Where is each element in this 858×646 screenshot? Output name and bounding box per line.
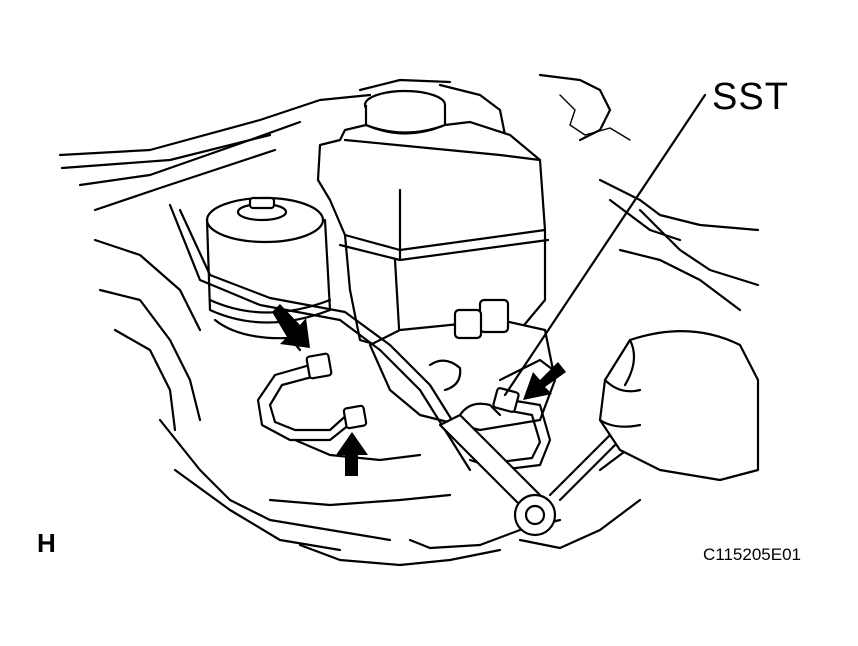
brake-lines <box>168 203 552 472</box>
sst-leader-line <box>503 93 707 397</box>
booster-cylinder <box>205 196 332 352</box>
view-letter: H <box>37 528 56 558</box>
arrow-indicator-icon <box>272 304 566 476</box>
sst-callout-label: SST <box>712 76 789 118</box>
brake-fluid-reservoir <box>316 89 550 350</box>
flare-nuts <box>305 352 520 430</box>
figure-code: C115205E01 <box>703 545 801 564</box>
hand <box>598 330 760 482</box>
